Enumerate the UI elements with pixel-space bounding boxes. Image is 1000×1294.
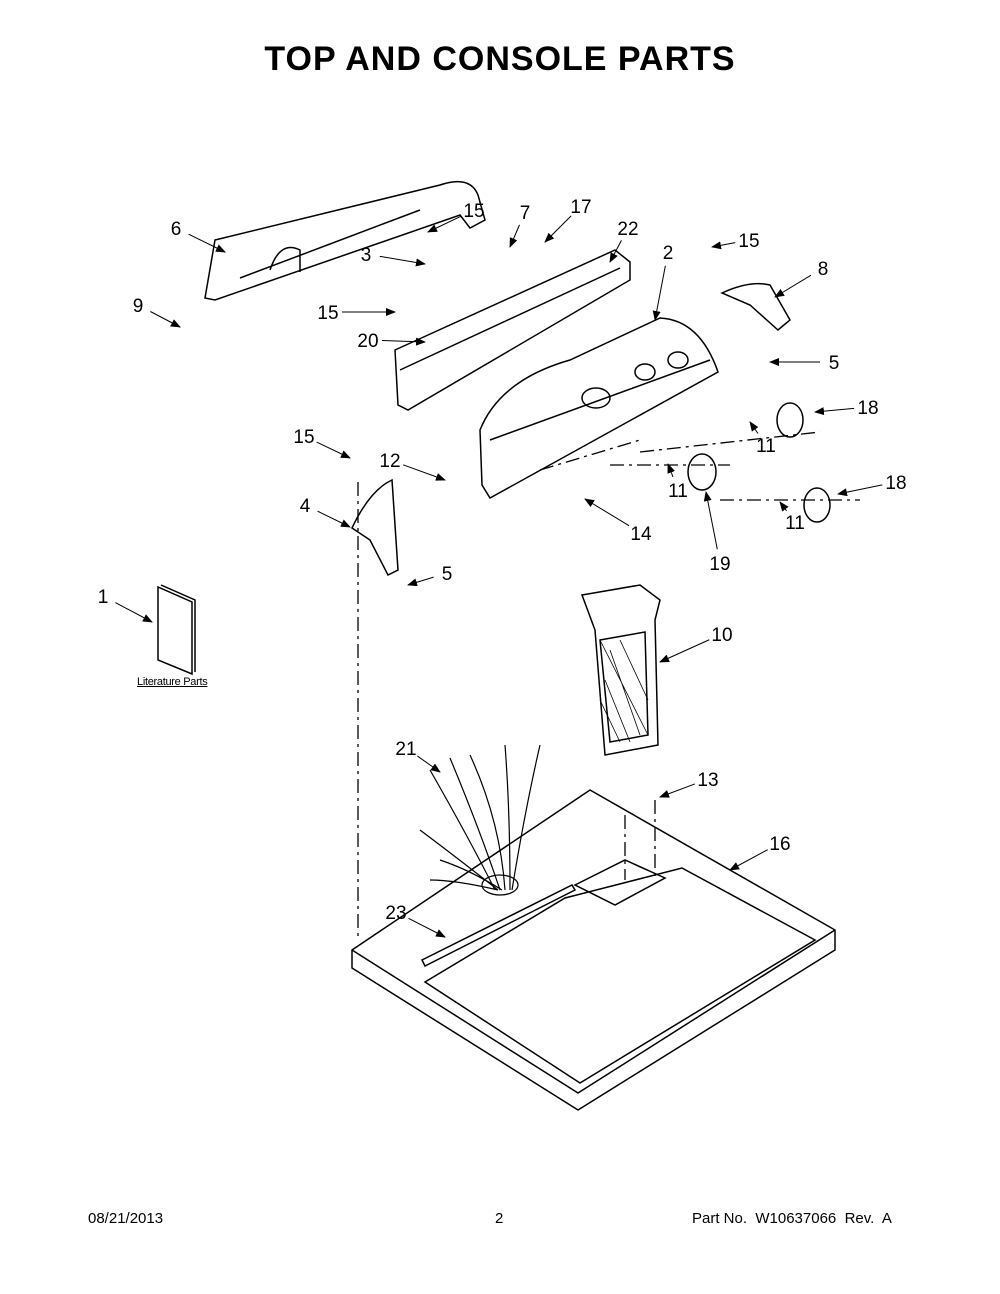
callout-number: 3	[361, 245, 372, 266]
callout-number: 11	[785, 513, 805, 534]
callout-number: 17	[570, 197, 591, 218]
callout-arrow	[667, 463, 675, 478]
callout-arrow	[379, 255, 426, 267]
callout-number: 14	[630, 524, 652, 545]
callout-number: 10	[711, 625, 732, 646]
console-panel	[204, 180, 486, 301]
knob	[803, 487, 831, 523]
footer-page-number: 2	[495, 1210, 504, 1227]
callout-arrow	[729, 849, 768, 871]
callout-number: 1	[98, 587, 109, 608]
callout-arrow	[402, 464, 446, 481]
callout-number: 15	[317, 303, 338, 324]
callout-arrow	[381, 337, 426, 346]
callout-arrow	[814, 407, 855, 416]
callout-number: 7	[520, 203, 531, 224]
callout-number: 11	[668, 481, 688, 502]
callout-number: 16	[769, 834, 790, 855]
callout-arrow	[659, 783, 696, 798]
callout-number: 22	[617, 219, 638, 240]
callout-number: 20	[357, 331, 378, 352]
lint-screen	[580, 584, 661, 756]
callout-number: 18	[857, 398, 878, 419]
callout-arrow	[659, 639, 710, 663]
callout-number: 23	[385, 903, 406, 924]
callout-number: 15	[293, 427, 314, 448]
callout-number: 15	[738, 231, 759, 252]
callout-number: 5	[442, 564, 453, 585]
callout-number: 4	[300, 496, 311, 517]
literature-parts-label: Literature Parts	[137, 676, 208, 688]
callout-arrow	[427, 215, 462, 233]
callout-arrow	[509, 224, 520, 248]
callout-arrow	[407, 576, 434, 587]
callout-arrow	[774, 274, 812, 298]
page-title: TOP AND CONSOLE PARTS	[264, 40, 736, 78]
dryer-top	[351, 789, 836, 1111]
end-cap-right	[720, 282, 791, 331]
knob	[776, 402, 804, 438]
callout-arrow	[584, 498, 630, 527]
console-frame	[394, 249, 631, 411]
callout-number: 8	[818, 259, 829, 280]
callout-number: 9	[133, 296, 144, 317]
callout-arrow	[115, 602, 153, 623]
literature-book	[157, 584, 196, 676]
end-cap-left	[351, 478, 399, 577]
callout-arrow	[609, 240, 622, 263]
callout-arrow	[188, 233, 226, 253]
callout-number: 18	[885, 473, 906, 494]
callout-arrow	[544, 215, 572, 243]
callout-number: 5	[829, 353, 840, 374]
callout-number: 2	[663, 243, 674, 264]
callout-number: 13	[697, 770, 718, 791]
callout-number: 11	[756, 436, 776, 457]
callout-number: 15	[463, 201, 484, 222]
callout-number: 6	[171, 219, 182, 240]
wire-harness	[419, 744, 541, 896]
callout-arrow	[150, 311, 181, 328]
footer-part-number: Part No. W10637066 Rev. A	[692, 1210, 892, 1227]
callout-arrow	[417, 755, 441, 773]
callout-number: 19	[709, 554, 730, 575]
callout-arrow	[703, 491, 718, 550]
callout-arrow	[316, 441, 351, 459]
callout-arrow	[779, 501, 789, 512]
callout-arrow	[749, 421, 759, 434]
callout-arrow	[317, 510, 351, 528]
callout-arrow	[652, 265, 666, 321]
callout-arrow	[837, 484, 883, 497]
callout-number: 21	[395, 739, 416, 760]
callout-arrow	[408, 917, 446, 938]
callout-arrow	[711, 241, 736, 250]
callout-number: 12	[379, 451, 400, 472]
footer-date: 08/21/2013	[88, 1210, 164, 1227]
knob	[687, 453, 717, 491]
